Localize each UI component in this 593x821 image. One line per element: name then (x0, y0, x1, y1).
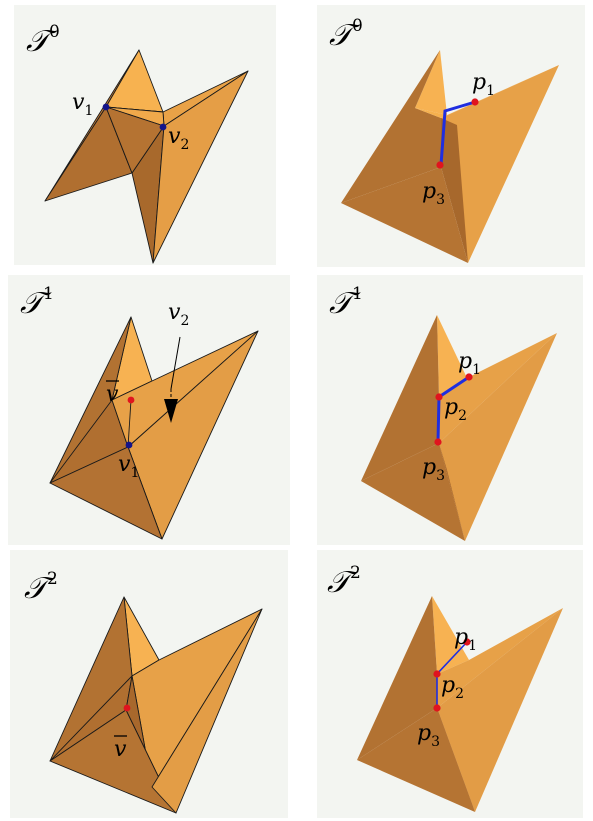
panel-t0-mesh: 𝒯0 v1 v2 (14, 5, 276, 265)
panel-title: 𝒯1 (329, 284, 363, 321)
face (357, 708, 475, 812)
point-p2 (435, 393, 443, 401)
label-v2: v2 (168, 124, 189, 153)
vertex-vbar (123, 704, 131, 712)
face (49, 446, 163, 540)
vertex-v1 (102, 103, 110, 111)
face (341, 167, 468, 263)
point-p3 (434, 438, 442, 446)
label-p1: p1 (454, 625, 477, 654)
vertex-vbar (127, 396, 135, 404)
face (437, 315, 467, 398)
label-p1: p1 (458, 349, 481, 378)
panel-t1-mesh: 𝒯1 v v1 v2 (8, 275, 290, 545)
arrow-shaft (170, 336, 181, 390)
point-p3 (436, 161, 444, 169)
point-p3 (433, 704, 441, 712)
point-p1 (471, 98, 479, 106)
face (151, 608, 263, 814)
geodesic-path (439, 100, 477, 167)
face (441, 65, 559, 263)
vertex-v1 (125, 441, 133, 449)
label-vbar: v (106, 382, 119, 407)
label-p3: p3 (417, 721, 440, 750)
label-v2: v2 (168, 300, 189, 329)
point-p1 (465, 373, 473, 381)
point-p2 (433, 670, 441, 678)
face (415, 50, 447, 115)
panel-title: 𝒯0 (26, 22, 60, 59)
face (357, 596, 437, 760)
face (341, 50, 441, 203)
face (361, 443, 465, 541)
face (437, 608, 563, 812)
face (432, 596, 469, 674)
vertex-v2 (159, 123, 167, 131)
label-p1: p1 (472, 70, 495, 99)
face (439, 333, 557, 541)
label-v1: v1 (72, 90, 93, 119)
mesh-t0-drawing: 𝒯0 v1 v2 (26, 22, 249, 264)
panel-t2-mesh: 𝒯2 v (10, 550, 288, 818)
label-p2: p2 (444, 395, 467, 424)
face (361, 315, 439, 481)
label-v1: v1 (118, 452, 139, 481)
face (441, 118, 468, 263)
path-t0-drawing: 𝒯0 p1 p3 (329, 16, 559, 263)
panel-t0-path: 𝒯0 p1 p3 (317, 5, 585, 267)
panel-title: 𝒯2 (327, 563, 361, 600)
edge (127, 399, 132, 448)
point-p1 (463, 638, 471, 646)
panel-t2-path: 𝒯2 p1 p2 p3 (317, 550, 583, 818)
mesh-t2-drawing: 𝒯2 v (24, 569, 263, 814)
label-p3: p3 (422, 455, 445, 484)
label-p3: p3 (422, 179, 445, 208)
face (49, 709, 177, 814)
face (105, 49, 164, 113)
path-t2-drawing: 𝒯2 p1 p2 p3 (327, 563, 563, 812)
face (105, 106, 165, 174)
panel-title: 𝒯0 (329, 16, 363, 53)
mesh-t1-drawing: 𝒯1 v v1 v2 (20, 284, 259, 540)
arrow-head (164, 399, 178, 423)
face (152, 70, 249, 264)
label-vbar: v (114, 737, 127, 762)
panel-title: 𝒯1 (20, 284, 54, 321)
panel-title: 𝒯2 (24, 569, 58, 606)
panel-t1-path: 𝒯1 p1 p2 p3 (317, 275, 583, 545)
path-t1-drawing: 𝒯1 p1 p2 p3 (329, 284, 557, 541)
label-p2: p2 (441, 673, 464, 702)
